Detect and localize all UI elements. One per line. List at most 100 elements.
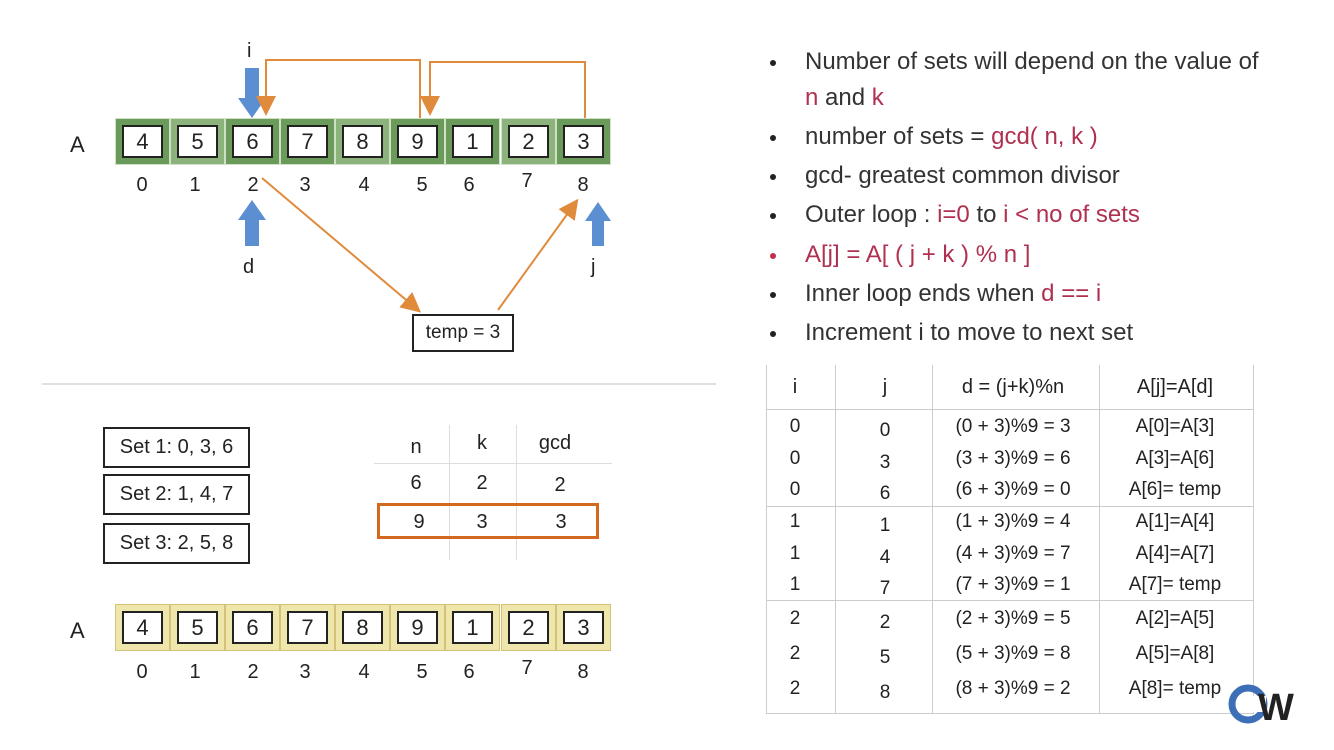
bullet-dot bbox=[770, 60, 776, 66]
trace-cell: A[3]=A[6] bbox=[1135, 448, 1215, 469]
array-cell: 3 bbox=[556, 604, 611, 651]
trace-col-line bbox=[1099, 365, 1100, 714]
temp-box: temp = 3 bbox=[412, 314, 514, 352]
trace-header-j: j bbox=[882, 376, 888, 398]
set-2-box: Set 2: 1, 4, 7 bbox=[103, 474, 250, 515]
trace-cell: 3 bbox=[879, 452, 891, 473]
rotation-arrows bbox=[256, 59, 586, 313]
set-3-box: Set 3: 2, 5, 8 bbox=[103, 523, 250, 564]
array-cell: 2 bbox=[501, 118, 556, 165]
trace-row-line bbox=[766, 506, 1254, 507]
trace-cell: (7 + 3)%9 = 1 bbox=[955, 574, 1071, 595]
trace-cell: (2 + 3)%9 = 5 bbox=[955, 608, 1071, 629]
array-cell-value: 6 bbox=[232, 611, 273, 644]
section-divider bbox=[42, 383, 716, 385]
bullet-dot bbox=[770, 135, 776, 141]
trace-row-line bbox=[766, 409, 1254, 410]
array-index: 3 bbox=[299, 661, 311, 683]
array-cell: 6 bbox=[225, 118, 280, 165]
note-4: Outer loop : i=0 to i < no of sets bbox=[805, 201, 1140, 228]
array-cell-value: 7 bbox=[287, 125, 328, 158]
note-3: gcd- greatest common divisor bbox=[805, 162, 1120, 189]
array-cell-value: 2 bbox=[508, 125, 549, 158]
trace-row-line bbox=[766, 713, 1254, 714]
trace-cell: 2 bbox=[789, 643, 801, 664]
array-cell: 3 bbox=[556, 118, 611, 165]
array-cell: 2 bbox=[501, 604, 556, 651]
array-index: 3 bbox=[299, 174, 311, 196]
gcd-row-1-n: 6 bbox=[410, 472, 422, 494]
bullet-dot bbox=[770, 292, 776, 298]
array-index: 4 bbox=[358, 174, 370, 196]
bullet-dot bbox=[770, 331, 776, 337]
array-index: 4 bbox=[358, 661, 370, 683]
trace-col-line bbox=[932, 365, 933, 714]
trace-cell: A[8]= temp bbox=[1128, 678, 1222, 699]
svg-text:W: W bbox=[1258, 687, 1294, 726]
array-index: 6 bbox=[463, 174, 475, 196]
trace-cell: A[4]=A[7] bbox=[1135, 543, 1215, 564]
trace-cell: (1 + 3)%9 = 4 bbox=[955, 511, 1071, 532]
array-index: 8 bbox=[577, 661, 589, 683]
gcd-header-line bbox=[374, 463, 612, 464]
pointer-d-arrow-icon bbox=[238, 200, 266, 246]
trace-cell: 0 bbox=[789, 479, 801, 500]
gcd-row-1-k: 2 bbox=[476, 472, 488, 494]
array-index: 5 bbox=[416, 661, 428, 683]
array-index: 2 bbox=[247, 174, 259, 196]
trace-cell: 6 bbox=[879, 483, 891, 504]
trace-cell: 2 bbox=[789, 678, 801, 699]
array-cell-value: 5 bbox=[177, 611, 218, 644]
array-cell: 1 bbox=[445, 118, 500, 165]
set-1-box: Set 1: 0, 3, 6 bbox=[103, 427, 250, 468]
array-cell-value: 7 bbox=[287, 611, 328, 644]
array-cell: 9 bbox=[390, 118, 445, 165]
trace-cell: A[7]= temp bbox=[1128, 574, 1222, 595]
array-index: 7 bbox=[521, 657, 533, 679]
cw-logo-icon: W bbox=[1228, 684, 1294, 729]
gcd-header-gcd: gcd bbox=[538, 432, 572, 454]
trace-cell: (8 + 3)%9 = 2 bbox=[955, 678, 1071, 699]
array-cell: 1 bbox=[445, 604, 500, 651]
trace-cell: 4 bbox=[879, 547, 891, 568]
gcd-col-line bbox=[449, 425, 450, 560]
array-index: 1 bbox=[189, 174, 201, 196]
bullet-dot bbox=[770, 174, 776, 180]
trace-cell: 7 bbox=[879, 578, 891, 599]
trace-header-d: d = (j+k)%n bbox=[961, 376, 1065, 398]
bullet-dot-red bbox=[770, 253, 776, 259]
trace-cell: A[0]=A[3] bbox=[1135, 416, 1215, 437]
gcd-row-2-k: 3 bbox=[476, 511, 488, 533]
trace-header-assign: A[j]=A[d] bbox=[1136, 376, 1214, 398]
gcd-row-2-gcd: 3 bbox=[555, 511, 567, 533]
gcd-row-1-gcd: 2 bbox=[554, 474, 566, 496]
note-6: Inner loop ends when d == i bbox=[805, 280, 1102, 307]
trace-cell: A[6]= temp bbox=[1128, 479, 1222, 500]
note-7: Increment i to move to next set bbox=[805, 319, 1134, 346]
array-cell-value: 8 bbox=[342, 611, 383, 644]
trace-cell: 2 bbox=[879, 612, 891, 633]
trace-cell: (6 + 3)%9 = 0 bbox=[955, 479, 1071, 500]
array-index: 8 bbox=[577, 174, 589, 196]
trace-cell: (5 + 3)%9 = 8 bbox=[955, 643, 1071, 664]
array-cell-value: 3 bbox=[563, 125, 604, 158]
trace-cell: A[1]=A[4] bbox=[1135, 511, 1215, 532]
array-index: 0 bbox=[136, 661, 148, 683]
trace-cell: 0 bbox=[879, 420, 891, 441]
note-5: A[j] = A[ ( j + k ) % n ] bbox=[805, 241, 1031, 268]
array-cell-value: 9 bbox=[397, 611, 438, 644]
array-cell-value: 1 bbox=[452, 611, 493, 644]
note-1: Number of sets will depend on the value … bbox=[805, 48, 1259, 75]
array-cell: 5 bbox=[170, 118, 225, 165]
array-cell-value: 3 bbox=[563, 611, 604, 644]
pointer-d-label: d bbox=[243, 256, 255, 278]
array-cell-value: 6 bbox=[232, 125, 273, 158]
array-cell: 4 bbox=[115, 604, 170, 651]
array-cell-value: 9 bbox=[397, 125, 438, 158]
trace-cell: 1 bbox=[789, 543, 801, 564]
trace-cell: A[5]=A[8] bbox=[1135, 643, 1215, 664]
note-2: number of sets = gcd( n, k ) bbox=[805, 123, 1098, 150]
top-array-label: A bbox=[70, 132, 85, 157]
trace-cell: 0 bbox=[789, 448, 801, 469]
gcd-header-n: n bbox=[410, 436, 422, 458]
